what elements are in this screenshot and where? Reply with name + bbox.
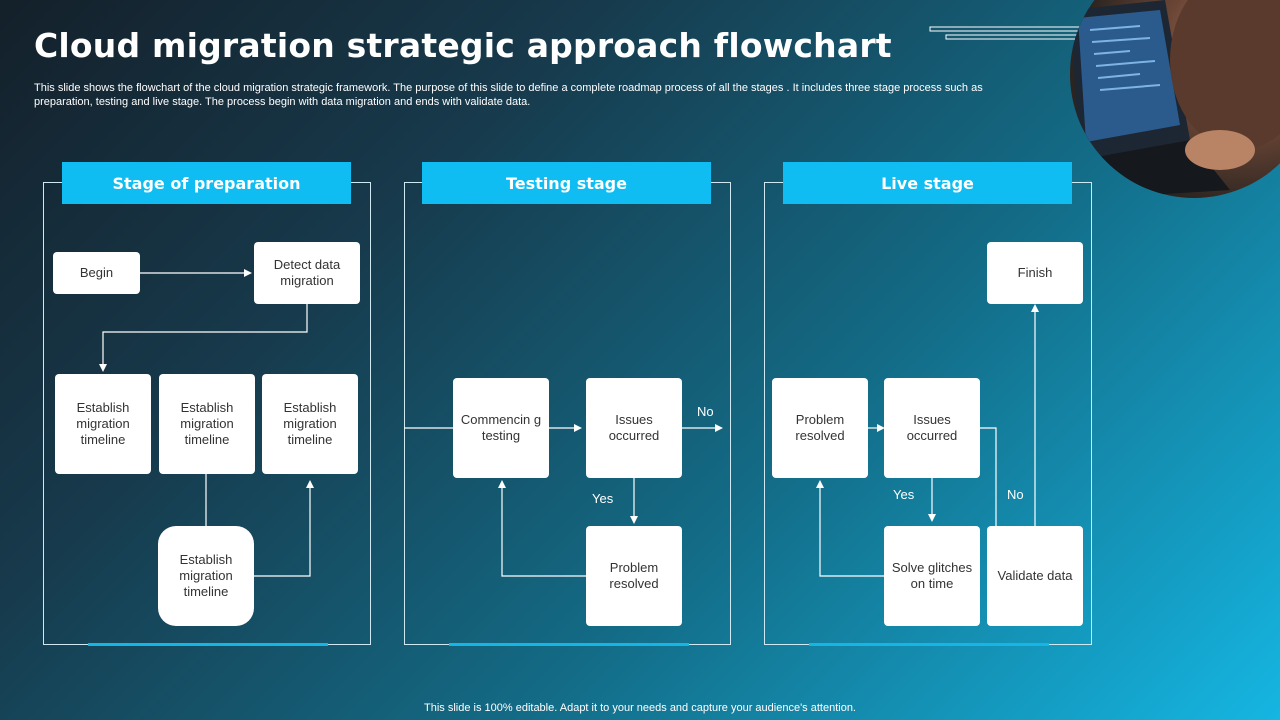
- establish-timeline-box-3: Establish migration timeline: [262, 374, 358, 474]
- yes-label: Yes: [592, 491, 613, 506]
- finish-box: Finish: [987, 242, 1083, 304]
- no-label: No: [697, 404, 714, 419]
- laptop-user-photo: [1070, 0, 1280, 198]
- stage-underline: [809, 643, 1049, 646]
- page-title: Cloud migration strategic approach flowc…: [34, 26, 892, 65]
- stage-underline: [88, 643, 328, 646]
- live-problem-resolved-box: Problem resolved: [772, 378, 868, 478]
- commencing-testing-box: Commencin g testing: [453, 378, 549, 478]
- validate-data-box: Validate data: [987, 526, 1083, 626]
- begin-box: Begin: [53, 252, 140, 294]
- issues-occurred-box: Issues occurred: [586, 378, 682, 478]
- stage-live-header: Live stage: [783, 162, 1072, 204]
- page-description: This slide shows the flowchart of the cl…: [34, 81, 994, 109]
- solve-glitches-box: Solve glitches on time: [884, 526, 980, 626]
- establish-timeline-box-1: Establish migration timeline: [55, 374, 151, 474]
- stage-testing-header: Testing stage: [422, 162, 711, 204]
- live-yes-label: Yes: [893, 487, 914, 502]
- laptop-icon: [1070, 0, 1280, 198]
- problem-resolved-box: Problem resolved: [586, 526, 682, 626]
- footer-note: This slide is 100% editable. Adapt it to…: [0, 702, 1280, 714]
- establish-timeline-box-2: Establish migration timeline: [159, 374, 255, 474]
- detect-data-migration-box: Detect data migration: [254, 242, 360, 304]
- establish-timeline-box-4: Establish migration timeline: [158, 526, 254, 626]
- live-issues-occurred-box: Issues occurred: [884, 378, 980, 478]
- stage-preparation-header: Stage of preparation: [62, 162, 351, 204]
- live-no-label: No: [1007, 487, 1024, 502]
- stage-underline: [449, 643, 689, 646]
